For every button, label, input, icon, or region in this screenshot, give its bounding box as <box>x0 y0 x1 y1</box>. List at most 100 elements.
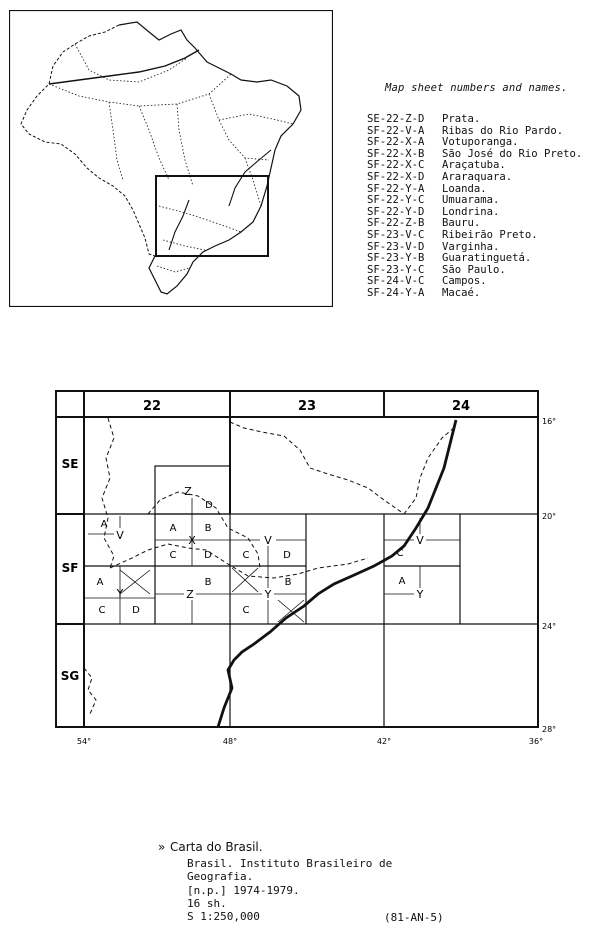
cell-letter: A <box>170 523 177 534</box>
sheet-name: Campos. <box>442 275 487 288</box>
brazil-locator-map <box>9 10 333 307</box>
cell-letter: D <box>132 605 140 616</box>
sheet-code: SF-22-Y-D <box>367 205 425 218</box>
parana-river <box>168 199 190 251</box>
legend-row: SF-22-Y-D Londrina. <box>367 205 582 219</box>
cell-letter: Y <box>264 588 272 601</box>
study-area-rectangle <box>155 175 269 257</box>
sheet-name: São Paulo. <box>442 263 506 276</box>
zone-label: 22 <box>143 399 161 414</box>
legend-row: SF-22-V-A Ribas do Rio Pardo. <box>367 124 582 138</box>
sheet-name: Varginha. <box>442 240 500 253</box>
coastline <box>216 419 458 728</box>
grid-frame <box>55 390 539 728</box>
lat-label: 28° <box>542 725 556 734</box>
sheet-name: Macaé. <box>442 286 481 299</box>
cell-letter: A <box>399 576 406 587</box>
cell-letter: B <box>285 577 292 588</box>
sheet-name: Umuarama. <box>442 194 500 207</box>
lat-label: 16° <box>542 417 556 426</box>
sheet-code: SF-23-Y-B <box>367 252 425 265</box>
lat-label: 24° <box>542 622 556 631</box>
lon-label: 54° <box>77 737 91 746</box>
sheet-block-se22 <box>154 465 231 515</box>
sheet-name: Votuporanga. <box>442 136 519 149</box>
legend-row: SF-22-Z-B Bauru. <box>367 218 582 230</box>
citation-line: S 1:250,000 <box>187 910 260 923</box>
sheet-name: Prata. <box>442 113 481 125</box>
brazil-west-border <box>20 24 156 257</box>
cell-letter: V <box>264 534 272 547</box>
cell-letter: V <box>116 529 124 542</box>
legend-row: SF-24-Y-A Macaé. <box>367 286 582 300</box>
legend-row: SF-24-V-C Campos. <box>367 276 582 288</box>
sheet-code: SF-23-Y-C <box>367 263 425 276</box>
sheet-code: SF-22-Y-C <box>367 194 425 207</box>
legend-row: SE-22-Z-D Prata. <box>367 113 582 126</box>
legend-row: SF-23-Y-B Guaratinguetá. <box>367 252 582 265</box>
legend-row: SF-22-Y-C Umuarama. <box>367 194 582 207</box>
lat-label: 20° <box>542 512 556 521</box>
sheet-code: SF-22-X-A <box>367 136 425 149</box>
cell-letter: D <box>204 550 212 561</box>
sheet-code: SF-22-X-D <box>367 170 425 183</box>
legend-row: SF-23-Y-C São Paulo. <box>367 263 582 277</box>
legend-row: SF-22-X-C Araçatuba. <box>367 160 582 172</box>
legend-row: SF-22-X-B São José do Rio Preto. <box>367 147 583 161</box>
sheet-legend: SE-22-Z-D Prata. SF-22-V-A Ribas do Rio Pa… <box>367 113 583 300</box>
legend-row: SF-23-V-D Varginha. <box>367 240 582 254</box>
cell-letter: A <box>101 519 108 530</box>
state-boundaries <box>83 417 457 715</box>
cell-letter: B <box>205 523 212 534</box>
legend-row: SF-22-X-D Araraquara. <box>367 170 582 184</box>
cell-letter: D <box>205 500 213 511</box>
sheet-name: Bauru. <box>442 217 481 230</box>
zone-label: 24 <box>452 399 470 414</box>
cell-letter: D <box>283 550 291 561</box>
sheet-code: SF-22-V-A <box>367 124 425 137</box>
cell-letter: C <box>243 605 250 616</box>
sheet-code: SF-23-V-C <box>367 228 425 241</box>
lon-label: 36° <box>529 737 543 746</box>
sheet-name: Ribas do Rio Pardo. <box>442 124 564 137</box>
sf-row-frame <box>84 513 538 727</box>
citation-line: Brasil. Instituto Brasileiro de <box>187 857 393 870</box>
sheet-name: Londrina. <box>442 205 500 218</box>
sheet-code: SF-22-Y-A <box>367 182 425 195</box>
sheet-code: SF-22-X-B <box>367 147 425 160</box>
lon-label: 48° <box>223 737 237 746</box>
cell-letter: Z <box>184 485 192 498</box>
row-label: SE <box>62 457 79 471</box>
citation-line: [n.p.] 1974-1979. <box>187 884 300 897</box>
sheet-code: SF-24-V-C <box>367 275 425 288</box>
sheet-code: SE-22-Z-D <box>367 113 425 125</box>
brazil-outline <box>118 21 302 295</box>
sheet-code: SF-23-V-D <box>367 240 425 253</box>
sheet-index-grid: 22 23 24 SE SF SG Z D A V A B X C D A Y … <box>55 390 556 746</box>
sheet-code: SF-22-X-C <box>367 159 425 172</box>
sheet-name: Ribeirão Preto. <box>442 228 538 241</box>
cell-letter: Y <box>416 588 424 601</box>
lon-label: 42° <box>377 737 391 746</box>
citation-line: 16 sh. <box>187 897 227 910</box>
cell-letter: B <box>205 577 212 588</box>
zone-label: 23 <box>298 399 316 414</box>
legend-row: SF-23-V-C Ribeirão Preto. <box>367 228 582 242</box>
legend-title: Map sheet numbers and names. <box>385 82 568 94</box>
inset-frame <box>9 10 333 307</box>
amazon-river <box>48 49 200 85</box>
row-label: SF <box>62 561 79 575</box>
cell-letter: C <box>397 548 404 559</box>
sheet-code: SF-22-Z-B <box>367 217 425 230</box>
cell-letter: Z <box>186 588 194 601</box>
sheet-name: Araraquara. <box>442 170 513 183</box>
sheet-name: Guaratinguetá. <box>442 252 532 265</box>
sheet-name: Araçatuba. <box>442 159 506 172</box>
citation-title: Carta do Brasil. <box>170 840 263 854</box>
citation-line: Geografia. <box>187 870 254 883</box>
cell-letter: V <box>416 534 424 547</box>
sheet-name: São José do Rio Preto. <box>442 147 583 160</box>
sheet-code: SF-24-Y-A <box>367 286 425 299</box>
accession-number: (81-AN-5) <box>384 911 444 924</box>
